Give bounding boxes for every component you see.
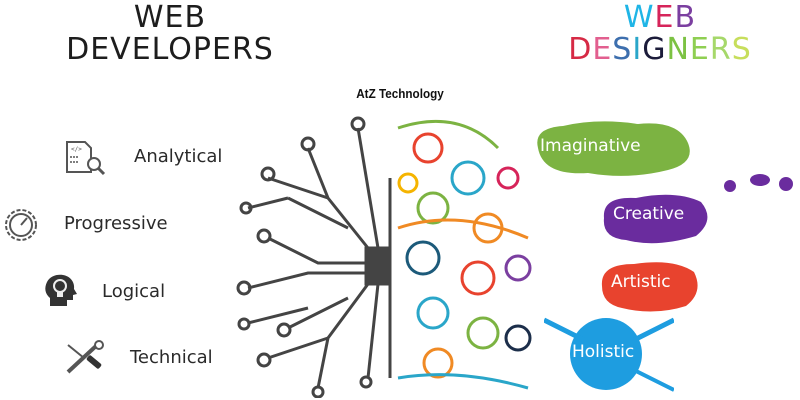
title-letter: I bbox=[632, 32, 643, 67]
title-letter: B bbox=[674, 0, 697, 35]
swirl-pattern-brain-half-icon bbox=[397, 119, 532, 390]
holistic-splat bbox=[544, 317, 674, 392]
title-letter: S bbox=[612, 32, 633, 67]
circuit-brain-half-icon bbox=[236, 116, 392, 398]
wrench-screwdriver-icon bbox=[66, 340, 104, 374]
code-document-magnifier-icon: </> bbox=[66, 141, 106, 176]
creative-splat bbox=[603, 194, 708, 244]
title-letter: R bbox=[709, 32, 732, 67]
trait-analytical: Analytical bbox=[134, 146, 223, 167]
trait-creative: Creative bbox=[613, 204, 685, 224]
trait-logical: Logical bbox=[102, 281, 166, 302]
title-letter: E bbox=[654, 0, 675, 35]
trait-technical: Technical bbox=[130, 347, 213, 368]
title-letter: D bbox=[568, 32, 593, 67]
web-developers-title: WEB DEVELOPERS bbox=[40, 2, 300, 66]
des-title-line1: WEB bbox=[540, 2, 780, 34]
trait-progressive: Progressive bbox=[64, 213, 168, 234]
purple-drops bbox=[724, 174, 793, 192]
title-letter: E bbox=[689, 32, 710, 67]
title-letter: S bbox=[731, 32, 752, 67]
des-title-line2: DESIGNERS bbox=[540, 34, 780, 66]
brand-label: AtZ Technology bbox=[356, 86, 444, 101]
trait-artistic: Artistic bbox=[611, 272, 671, 292]
head-lightbulb-icon bbox=[45, 274, 77, 306]
dev-title-line1: WEB bbox=[133, 0, 207, 35]
svg-text:</>: </> bbox=[71, 146, 82, 153]
imaginative-splat bbox=[537, 121, 690, 176]
title-letter: N bbox=[666, 32, 690, 67]
brain-illustration bbox=[236, 116, 532, 398]
dev-title-line2: DEVELOPERS bbox=[66, 32, 274, 67]
title-letter: E bbox=[592, 32, 613, 67]
gear-gauge-icon bbox=[5, 209, 37, 241]
title-letter: G bbox=[642, 32, 667, 67]
artistic-splat bbox=[601, 262, 698, 312]
trait-holistic: Holistic bbox=[572, 342, 635, 362]
trait-imaginative: Imaginative bbox=[540, 136, 641, 156]
web-designers-title: WEB DESIGNERS bbox=[540, 2, 780, 66]
title-letter: W bbox=[623, 0, 655, 35]
